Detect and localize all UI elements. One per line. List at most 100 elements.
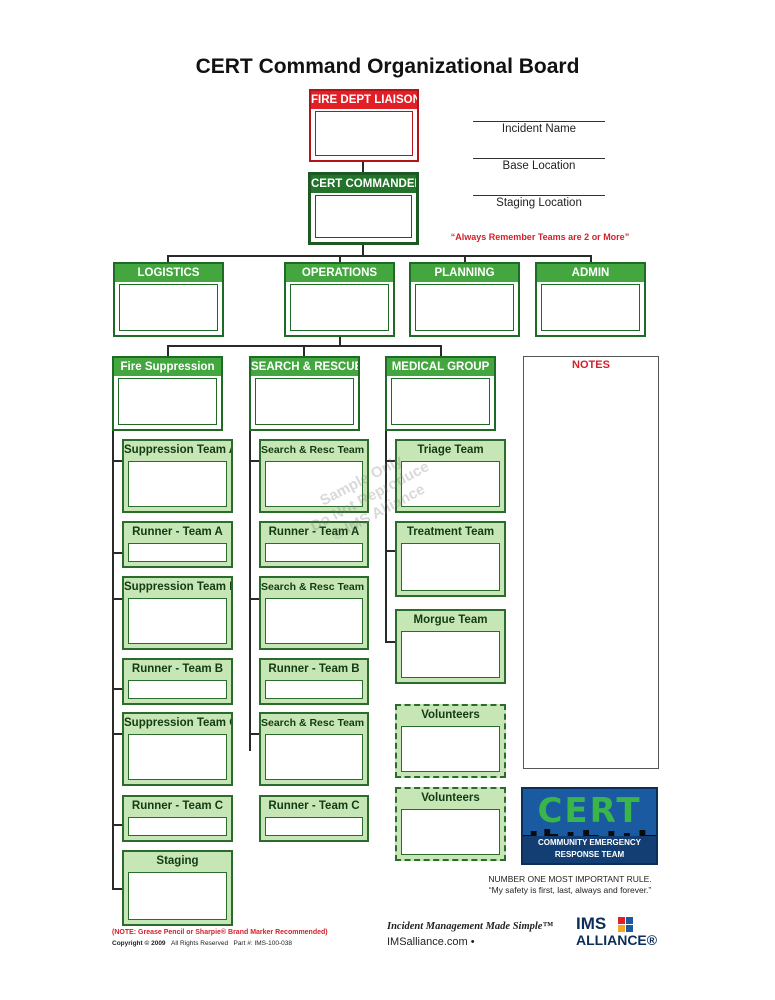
part-number: Part #: IMS-100-038 [233,940,293,947]
tagline: Incident Management Made Simple™ [387,921,553,932]
box-header: Triage Team [417,444,484,456]
box-write-area[interactable] [265,817,363,836]
box-write-area[interactable] [119,284,218,331]
search-resc-team-a-box[interactable]: Search & Resc Team A [259,439,369,513]
staging-location-line[interactable] [473,195,605,196]
logo-square-icon [626,917,633,924]
treatment-team-box[interactable]: Treatment Team [395,521,506,597]
box-header: Runner - Team C [268,800,360,812]
fire-suppression-box[interactable]: Fire Suppression [112,356,223,431]
medical-group-box[interactable]: MEDICAL GROUP [385,356,496,431]
box-write-area[interactable] [315,195,412,238]
logo-square-icon [618,925,625,932]
box-write-area[interactable] [391,378,490,425]
box-write-area[interactable] [401,726,500,772]
box-header: Morgue Team [413,614,488,626]
box-write-area[interactable] [265,461,363,507]
cert-logo-word: CERT [537,791,642,831]
search-resc-team-b-box[interactable]: Search & Resc Team B [259,576,369,650]
operations-box[interactable]: OPERATIONS [284,262,395,337]
website-link[interactable]: IMSalliance.com • [387,936,475,948]
cert-logo-line2: RESPONSE TEAM [554,850,625,859]
incident-name-line[interactable] [473,121,605,122]
box-write-area[interactable] [128,680,227,699]
fire-dept-liaison-box[interactable]: FIRE DEPT LIAISON [309,89,419,162]
search-resc-team-c-box[interactable]: Search & Resc Team C [259,712,369,786]
box-write-area[interactable] [290,284,389,331]
logistics-box[interactable]: LOGISTICS [113,262,224,337]
runner-team-c-box[interactable]: Runner - Team C [122,795,233,842]
board-title: CERT Command Organizational Board [195,55,580,78]
box-header: Suppression Team C [124,717,231,729]
suppression-team-b-box[interactable]: Suppression Team B [122,576,233,650]
box-write-area[interactable] [265,734,363,780]
box-header: Treatment Team [406,526,495,538]
box-header: Search & Resc Team B [261,581,367,593]
marker-note: (NOTE: Grease Pencil or Sharpie® Brand M… [112,929,328,936]
rights-text: All Rights Reserved [170,940,229,947]
suppression-team-c-box[interactable]: Suppression Team C [122,712,233,786]
suppression-team-a-box[interactable]: Suppression Team A [122,439,233,513]
base-location-label: Base Location [502,160,576,172]
runner-team-b-box[interactable]: Runner - Team B [122,658,233,705]
box-header: Runner - Team C [131,800,224,812]
base-location-line[interactable] [473,158,605,159]
safety-rule-line2: “My safety is first, last, always and fo… [488,885,652,895]
notes-box[interactable]: NOTES [523,356,659,769]
staging-box[interactable]: Staging [122,850,233,926]
admin-box[interactable]: ADMIN [535,262,646,337]
box-write-area[interactable] [401,461,500,507]
box-header: MEDICAL GROUP [387,358,494,376]
ims-alliance-logo: IMS ALLIANCE® [576,914,661,950]
box-write-area[interactable] [265,598,363,644]
box-header: LOGISTICS [115,264,222,282]
ims-logo-bottom: ALLIANCE® [576,932,658,948]
box-header: Suppression Team A [124,444,231,456]
box-write-area[interactable] [255,378,354,425]
box-write-area[interactable] [128,598,227,644]
staging-location-label: Staging Location [496,197,582,209]
box-header: Suppression Team B [124,581,231,593]
box-header: Runner - Team B [268,663,360,675]
volunteers-box-1[interactable]: Volunteers [395,704,506,778]
box-write-area[interactable] [265,680,363,699]
runner-team-c-sr-box[interactable]: Runner - Team C [259,795,369,842]
runner-team-b-sr-box[interactable]: Runner - Team B [259,658,369,705]
cert-logo: CERT COMMUNITY EMERGENCY RESPONSE TEAM [521,787,658,865]
triage-team-box[interactable]: Triage Team [395,439,506,513]
box-write-area[interactable] [128,543,227,562]
teams-note: “Always Remember Teams are 2 or More” [450,232,630,242]
box-write-area[interactable] [128,872,227,920]
box-write-area[interactable] [401,631,500,678]
box-write-area[interactable] [265,543,363,562]
box-write-area[interactable] [128,461,227,507]
box-header: OPERATIONS [286,264,393,282]
box-header: Staging [156,855,199,867]
runner-team-a-box[interactable]: Runner - Team A [122,521,233,568]
box-write-area[interactable] [401,543,500,591]
box-header: FIRE DEPT LIAISON [311,91,417,109]
notes-title: NOTES [572,359,610,371]
logo-square-icon [618,917,625,924]
box-write-area[interactable] [315,111,413,156]
box-write-area[interactable] [128,817,227,836]
morgue-team-box[interactable]: Morgue Team [395,609,506,684]
volunteers-box-2[interactable]: Volunteers [395,787,506,861]
box-header: SEARCH & RESCUE [251,358,358,376]
box-write-area[interactable] [541,284,640,331]
search-rescue-box[interactable]: SEARCH & RESCUE [249,356,360,431]
safety-rule-line1: NUMBER ONE MOST IMPORTANT RULE. [488,874,652,884]
box-write-area[interactable] [401,809,500,855]
box-header: CERT COMMANDER [311,175,416,193]
box-write-area[interactable] [415,284,514,331]
box-header: Fire Suppression [114,358,221,376]
cert-logo-band: COMMUNITY EMERGENCY RESPONSE TEAM [523,836,656,863]
cert-commander-box[interactable]: CERT COMMANDER [308,172,419,245]
ims-logo-top: IMS [576,914,607,933]
planning-box[interactable]: PLANNING [409,262,520,337]
box-write-area[interactable] [128,734,227,780]
safety-rule: NUMBER ONE MOST IMPORTANT RULE. “My safe… [470,874,670,896]
runner-team-a-sr-box[interactable]: Runner - Team A [259,521,369,568]
cert-logo-line1: COMMUNITY EMERGENCY [538,838,641,847]
box-write-area[interactable] [118,378,217,425]
